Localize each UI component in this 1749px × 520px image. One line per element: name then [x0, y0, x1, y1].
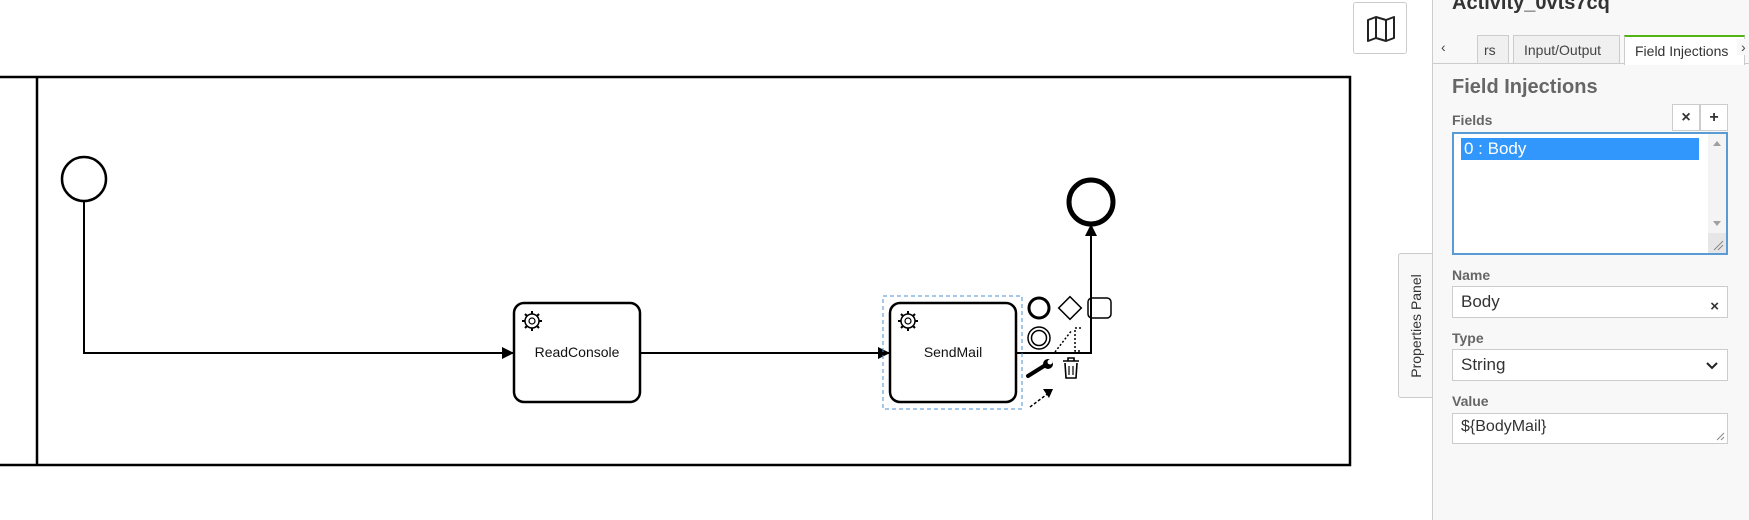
- append-intermediate-event-icon[interactable]: [1027, 326, 1051, 350]
- gear-icon: [522, 311, 542, 331]
- append-gateway-icon[interactable]: [1057, 295, 1083, 321]
- fields-list-item[interactable]: 0 : Body: [1461, 138, 1699, 160]
- gear-icon: [898, 311, 918, 331]
- tabs-scroll-right[interactable]: ›: [1737, 39, 1749, 55]
- chevron-down-icon: [1706, 362, 1718, 370]
- properties-panel-toggle[interactable]: Properties Panel: [1398, 253, 1432, 398]
- fields-list-scrollbar[interactable]: [1708, 134, 1726, 253]
- type-select[interactable]: String: [1452, 349, 1728, 381]
- remove-field-button[interactable]: ×: [1672, 104, 1700, 131]
- sequence-flow-send-end[interactable]: [1016, 224, 1097, 354]
- value-textarea-value: ${BodyMail}: [1461, 418, 1547, 435]
- element-id-title: Activity_0vts7cq: [1452, 0, 1610, 14]
- tab-field-injections[interactable]: Field Injections: [1624, 35, 1745, 65]
- intermediate-inner-ring: [1030, 329, 1048, 347]
- properties-panel-toggle-label: Properties Panel: [1407, 273, 1424, 378]
- clear-name-button[interactable]: ×: [1710, 298, 1719, 315]
- section-title: Field Injections: [1452, 76, 1598, 98]
- value-label: Value: [1452, 393, 1489, 409]
- fields-label: Fields: [1452, 112, 1493, 128]
- resize-handle-icon[interactable]: [1715, 431, 1725, 441]
- tab-listeners[interactable]: rs: [1477, 35, 1509, 63]
- name-label: Name: [1452, 267, 1491, 283]
- task-sendmail-label: SendMail: [923, 344, 983, 360]
- task-sendmail[interactable]: [888, 301, 1018, 404]
- task-readconsole[interactable]: [512, 301, 642, 404]
- diagram-svg[interactable]: [0, 0, 1432, 520]
- name-input[interactable]: Body ×: [1452, 286, 1728, 318]
- value-textarea[interactable]: ${BodyMail}: [1452, 413, 1728, 444]
- end-event[interactable]: [1066, 177, 1116, 227]
- append-end-event-icon[interactable]: [1027, 296, 1051, 320]
- type-select-value: String: [1461, 355, 1506, 374]
- participant-pool[interactable]: [0, 75, 1352, 467]
- connect-icon[interactable]: [1029, 389, 1053, 408]
- minimap-toggle-button[interactable]: [1353, 2, 1407, 54]
- add-field-button[interactable]: +: [1700, 104, 1728, 131]
- bpmn-canvas[interactable]: ReadConsole SendMail Properties Panel: [0, 0, 1432, 520]
- map-icon: [1367, 16, 1395, 42]
- properties-panel: Activity_0vts7cq ‹ rs Input/Output Field…: [1432, 0, 1749, 520]
- append-task-icon[interactable]: [1087, 297, 1112, 319]
- tabs-scroll-left[interactable]: ‹: [1441, 39, 1446, 55]
- start-event[interactable]: [60, 155, 108, 203]
- task-readconsole-label: ReadConsole: [534, 344, 620, 360]
- text-annotation-icon[interactable]: [1054, 327, 1081, 353]
- wrench-icon[interactable]: [1026, 359, 1053, 378]
- panel-tabs: ‹ rs Input/Output Field Injections E ›: [1433, 33, 1749, 65]
- trash-icon[interactable]: [1063, 357, 1079, 379]
- name-input-value: Body: [1461, 292, 1500, 311]
- fields-listbox[interactable]: 0 : Body: [1452, 132, 1728, 255]
- sequence-flow-start-read[interactable]: [83, 201, 514, 359]
- type-label: Type: [1452, 330, 1484, 346]
- tab-input-output[interactable]: Input/Output: [1513, 35, 1620, 63]
